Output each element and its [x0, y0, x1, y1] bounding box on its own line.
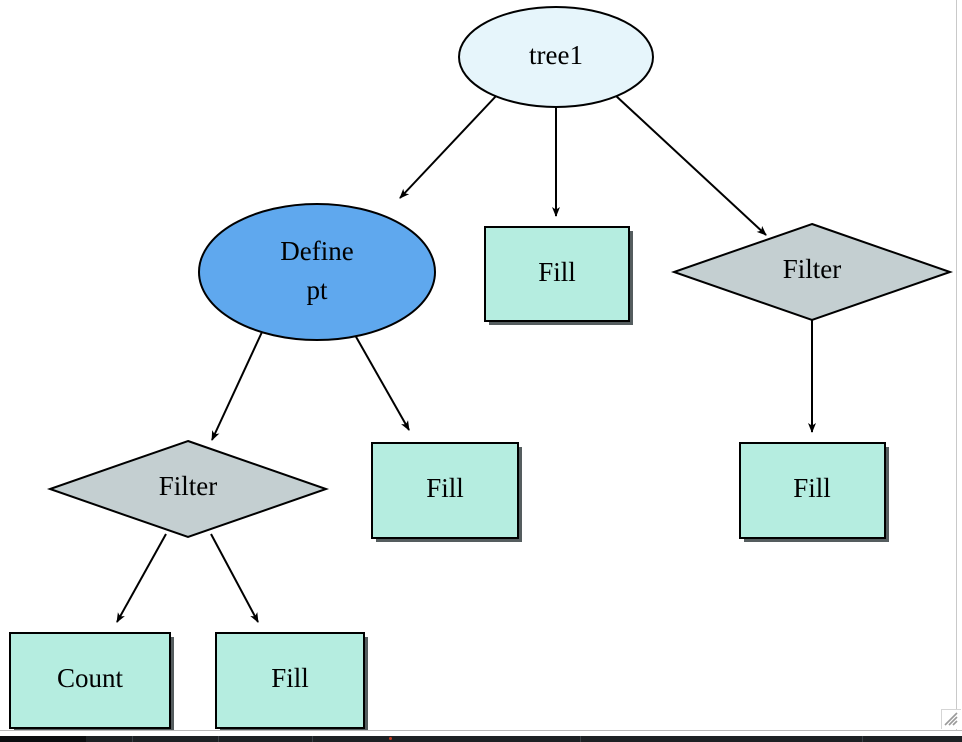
edge-filter-left-to-fill [210, 533, 259, 623]
node-fill-center-rect[interactable] [484, 226, 630, 322]
node-fill-filter-left-child-rect[interactable] [215, 632, 365, 729]
taskbar-divider [312, 736, 313, 742]
vertical-scroll-strip[interactable] [956, 0, 962, 730]
graph-canvas[interactable]: tree1 Define pt Fill Filter [0, 0, 956, 730]
taskbar-divider [862, 736, 863, 742]
node-filter-left-label: Filter [159, 471, 218, 501]
taskbar-notification-dot [389, 737, 392, 740]
resize-grip[interactable] [941, 709, 961, 729]
node-define-pt-label-line2: pt [306, 275, 328, 305]
node-fill-define-child-label: Fill [426, 473, 464, 503]
taskbar[interactable] [0, 736, 962, 742]
taskbar-divider [580, 736, 581, 742]
node-fill-filter-right-child-label: Fill [793, 473, 831, 503]
node-fill-filter-right-child[interactable]: Fill [739, 442, 889, 542]
graph-svg: tree1 Define pt Fill Filter [9, 6, 954, 730]
taskbar-divider [218, 736, 219, 742]
edge-define-to-fill [354, 334, 410, 431]
node-filter-left[interactable]: Filter [46, 439, 330, 539]
node-count-label: Count [57, 663, 124, 693]
node-fill-filter-left-child[interactable]: Fill [215, 632, 368, 730]
node-fill-define-child-rect[interactable] [371, 442, 519, 539]
node-filter-right-label: Filter [783, 254, 842, 284]
node-define-pt[interactable]: Define pt [198, 203, 436, 341]
edge-filter-left-to-count [116, 533, 167, 623]
node-count[interactable]: Count [9, 632, 174, 730]
node-filter-right-diamond[interactable] [670, 222, 954, 322]
node-fill-center-label: Fill [538, 257, 576, 287]
node-filter-left-diamond[interactable] [46, 439, 330, 539]
node-define-pt-label-line1: Define [280, 236, 353, 266]
taskbar-divider [132, 736, 133, 742]
edge-tree1-to-define [399, 94, 498, 199]
node-count-rect[interactable] [9, 632, 171, 729]
node-tree1[interactable]: tree1 [458, 6, 654, 108]
node-filter-right[interactable]: Filter [670, 222, 954, 322]
node-define-pt-ellipse[interactable] [198, 203, 436, 341]
edge-define-to-filter-left [211, 331, 263, 441]
node-fill-filter-right-child-rect[interactable] [739, 442, 886, 539]
node-fill-filter-left-child-label: Fill [271, 663, 309, 693]
edge-tree1-to-filter-right [614, 94, 767, 236]
node-tree1-ellipse[interactable] [458, 6, 654, 108]
node-tree1-label: tree1 [529, 40, 583, 70]
resize-grip-icon [944, 712, 958, 726]
node-fill-center[interactable]: Fill [484, 226, 633, 325]
edge-group [116, 94, 816, 623]
node-fill-define-child[interactable]: Fill [371, 442, 522, 542]
taskbar-active-window-chip[interactable] [0, 736, 86, 742]
